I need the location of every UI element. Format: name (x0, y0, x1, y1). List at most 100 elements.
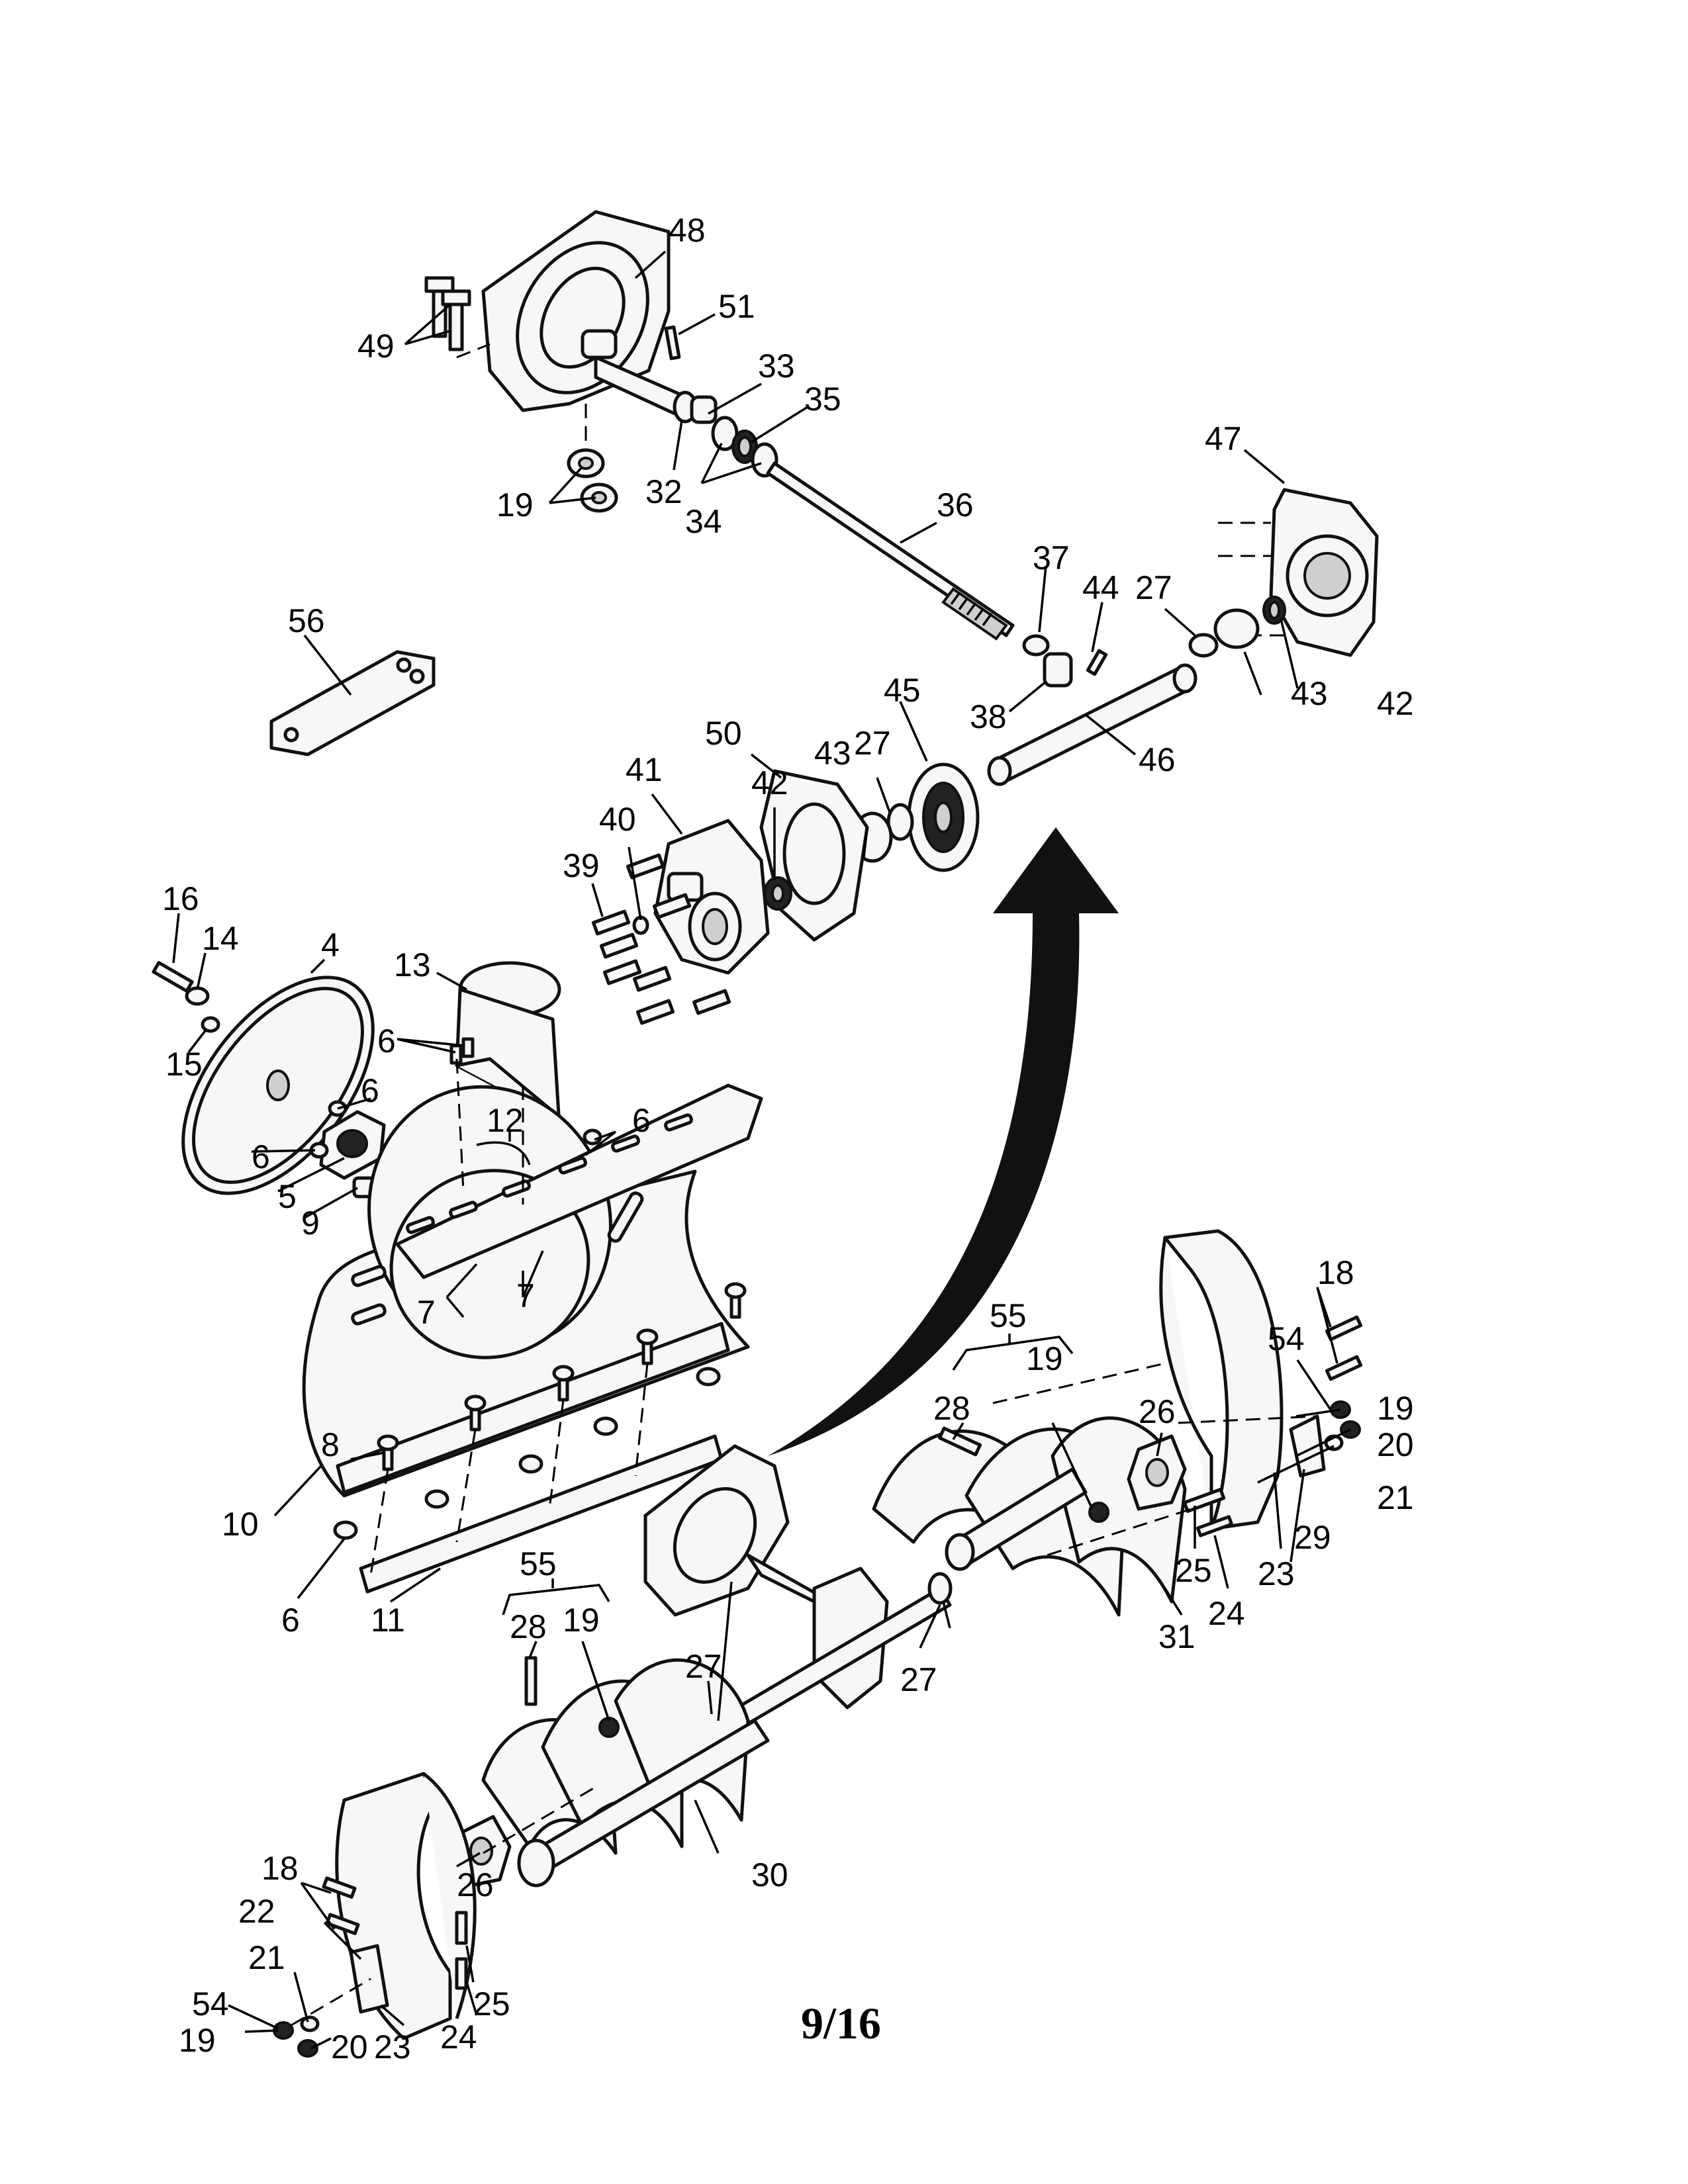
callout-45: 45 (884, 672, 921, 709)
bolt-49-pair (424, 276, 471, 351)
callout-24-right: 24 (1208, 1595, 1245, 1632)
bolt-16 (152, 961, 194, 993)
slots (351, 1113, 693, 1326)
callout-28-left: 28 (510, 1608, 547, 1645)
callout-40: 40 (599, 801, 636, 838)
callout-19-right: 19 (1377, 1390, 1414, 1427)
callout-44: 44 (1082, 569, 1119, 606)
callout-15: 15 (165, 1046, 203, 1083)
callout-10: 10 (222, 1506, 259, 1543)
callout-31: 31 (1158, 1618, 1196, 1655)
bracket-56 (269, 650, 436, 756)
callout-13: 13 (394, 946, 431, 983)
callout-4: 4 (321, 927, 340, 964)
nuts-6-bottom (333, 1367, 721, 1540)
callout-12: 12 (487, 1102, 524, 1139)
callout-24-left: 24 (440, 2019, 477, 2056)
shave-plate-11 (336, 1322, 730, 1594)
callout-43-top: 43 (1291, 675, 1328, 712)
callout-50: 50 (705, 715, 742, 752)
impeller-shaft-46 (987, 663, 1197, 786)
callout-16: 16 (162, 880, 199, 917)
auger-spiral-30 (481, 1658, 770, 1888)
bearing-43-right (1213, 608, 1260, 649)
callout-6-right: 6 (632, 1102, 651, 1139)
callout-54-left: 54 (192, 1985, 229, 2023)
bushing-38 (1043, 652, 1073, 688)
worm-gear-45 (907, 762, 980, 872)
dash-lines-housing (369, 1058, 649, 1576)
callout-41: 41 (626, 751, 663, 788)
callout-7-left: 7 (417, 1294, 436, 1331)
callout-36: 36 (937, 486, 974, 523)
callout-6-pulley: 6 (361, 1072, 379, 1109)
bolts-39 (591, 853, 731, 1025)
gear-housing-41 (653, 819, 770, 975)
bolts-28-19-right (937, 1426, 1109, 1523)
washers-32-35 (673, 390, 778, 478)
callout-27-left: 27 (685, 1648, 722, 1685)
callout-27-top: 27 (1135, 569, 1172, 606)
callout-51: 51 (718, 288, 755, 325)
callout-11: 11 (371, 1602, 405, 1639)
callout-18-right: 18 (1317, 1254, 1354, 1291)
callout-6-bottom: 6 (281, 1602, 300, 1639)
callout-labels: 48 49 51 33 35 19 32 34 36 47 37 44 27 4… (162, 212, 1414, 2066)
washer-27-right2 (927, 1572, 953, 1605)
callout-7-right: 7 (516, 1277, 535, 1314)
callout-20-left: 20 (331, 2028, 368, 2066)
callout-46: 46 (1139, 741, 1176, 778)
callout-14: 14 (202, 920, 239, 957)
washer-27-right (1188, 633, 1219, 658)
pin-51 (664, 325, 681, 361)
callout-49: 49 (357, 328, 395, 365)
arrow-indicator (768, 827, 1119, 1456)
nut-19-pair (567, 448, 618, 513)
callout-21-left: 21 (248, 1939, 285, 1976)
callout-21-right: 21 (1377, 1479, 1414, 1516)
callout-39: 39 (563, 847, 600, 884)
callout-55-right: 55 (990, 1297, 1027, 1334)
dash-lines-right (992, 1362, 1318, 1563)
bearing-26-right (1127, 1434, 1187, 1511)
callout-5: 5 (278, 1178, 297, 1215)
callout-19-left2: 19 (179, 2022, 216, 2059)
callout-27-right3: 27 (900, 1661, 937, 1698)
callout-18-left: 18 (261, 1850, 299, 1887)
callout-25-right: 25 (1175, 1552, 1212, 1589)
callout-25-left: 25 (473, 1985, 510, 2023)
washer-14 (185, 986, 210, 1006)
callout-28-right: 28 (933, 1390, 970, 1427)
callout-23-left: 23 (374, 2028, 411, 2066)
gear-housing-cover-47 (1218, 488, 1379, 657)
callout-42-top: 42 (1377, 685, 1414, 722)
bracket-55-right (952, 1334, 1074, 1371)
callout-19-top: 19 (496, 486, 534, 523)
bracket-55-left (502, 1578, 610, 1615)
side-plate-right (1159, 1229, 1284, 1531)
callout-27-mid: 27 (854, 725, 891, 762)
callout-43-mid: 43 (814, 735, 851, 772)
auger-gearbox (643, 1444, 952, 1739)
gear-housing-48 (481, 210, 704, 419)
callout-37: 37 (1033, 539, 1070, 576)
callout-47: 47 (1205, 420, 1242, 457)
washer-15 (201, 1016, 220, 1033)
callout-9: 9 (301, 1205, 320, 1242)
callout-20-right: 20 (1377, 1426, 1414, 1463)
callout-29: 29 (1294, 1519, 1331, 1556)
dash-lines-left (291, 1786, 596, 2026)
callout-42-mid: 42 (751, 764, 788, 801)
callout-23-right: 23 (1258, 1555, 1295, 1592)
key-44 (1086, 649, 1108, 676)
callout-6-chute: 6 (377, 1023, 396, 1060)
callout-54-right: 54 (1268, 1320, 1305, 1357)
callout-32: 32 (645, 473, 682, 510)
leader-lines (172, 250, 1351, 2050)
callout-55-left: 55 (520, 1545, 557, 1582)
callout-6-left: 6 (252, 1138, 270, 1175)
callout-8: 8 (321, 1426, 340, 1463)
callout-35: 35 (804, 381, 841, 418)
callout-30: 30 (751, 1856, 788, 1893)
